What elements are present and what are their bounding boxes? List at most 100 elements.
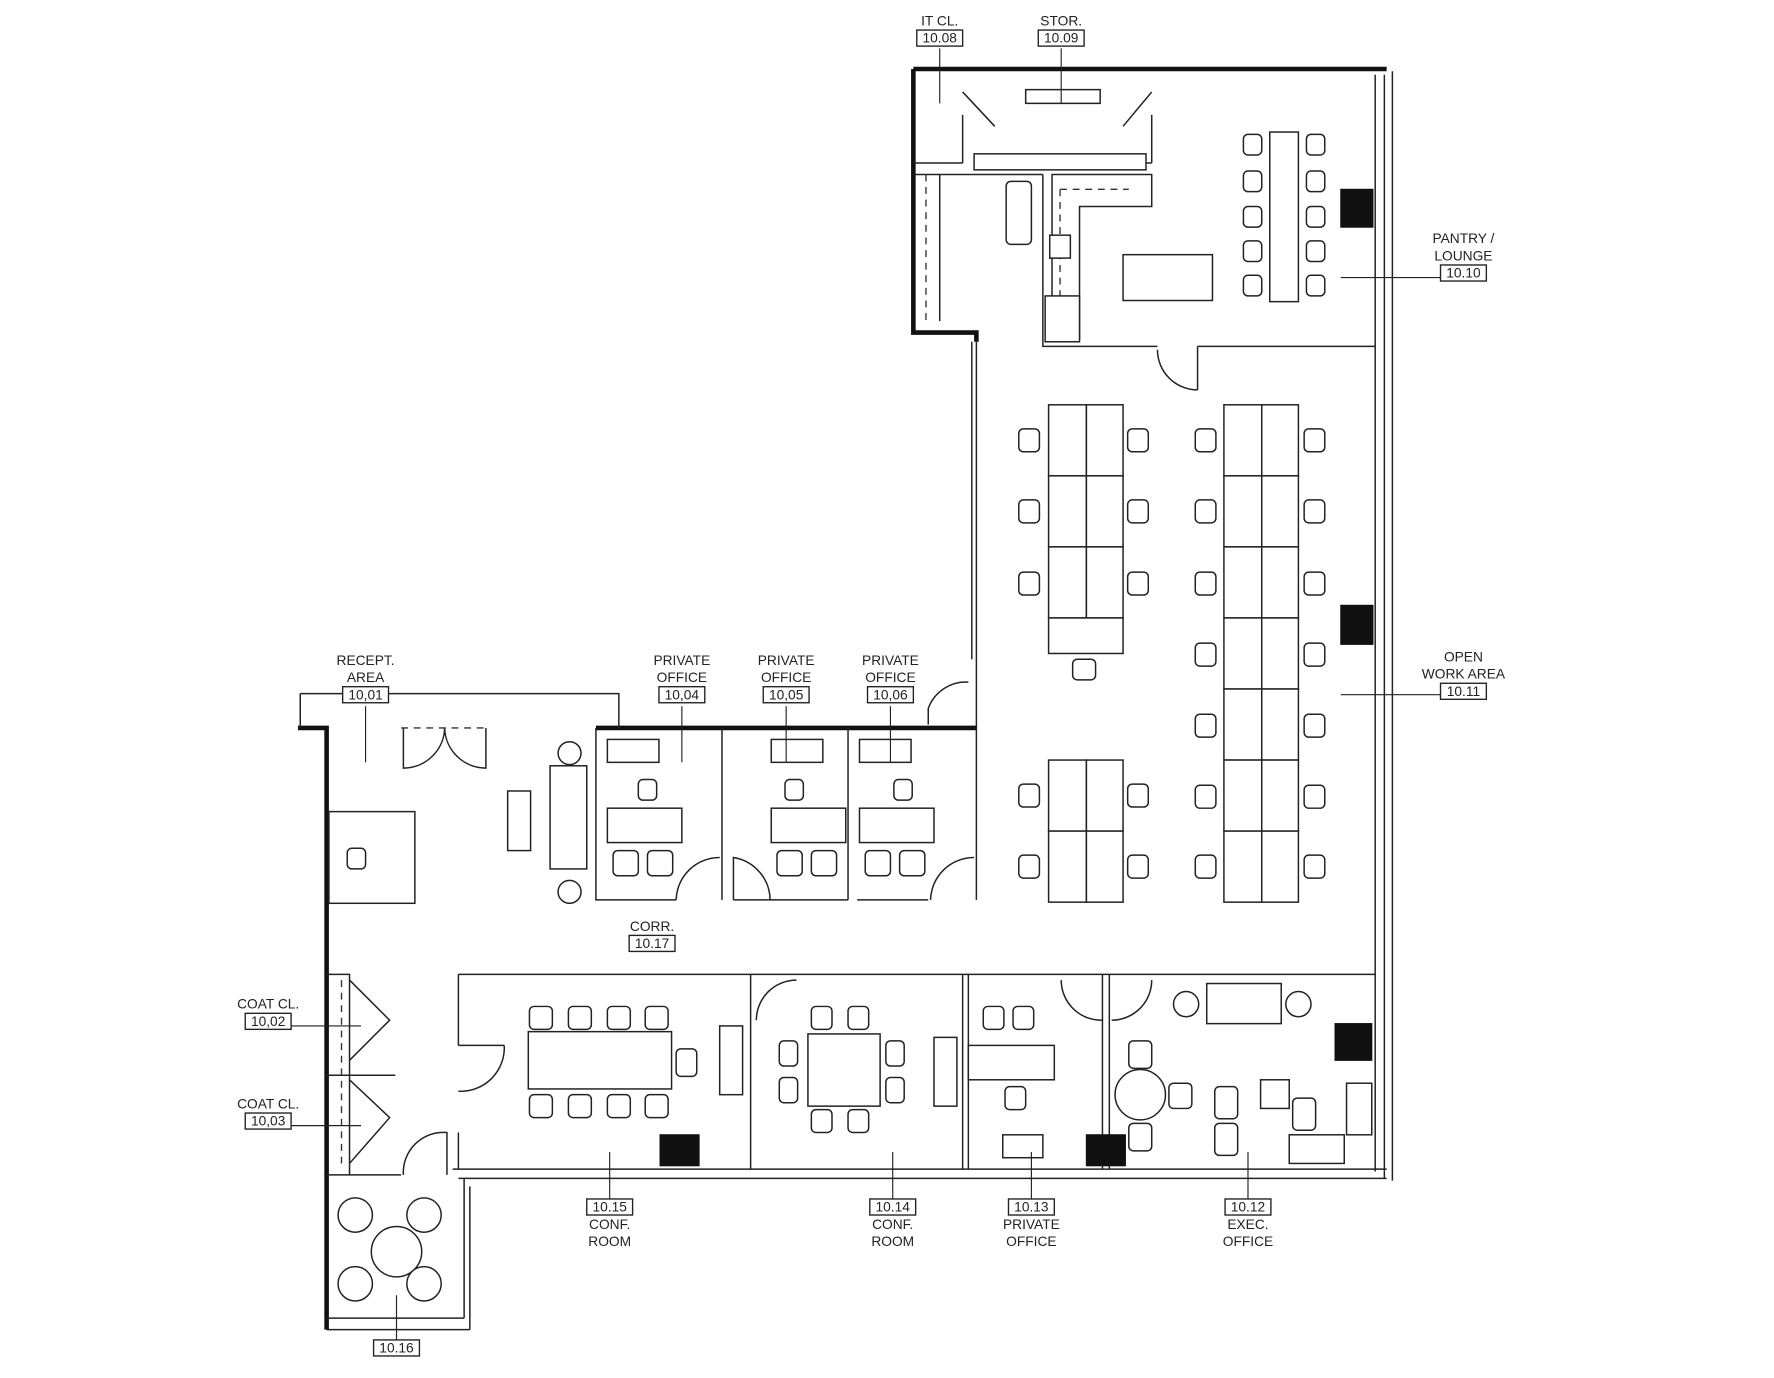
workstation: [1260, 404, 1300, 477]
workstation: [1085, 546, 1124, 619]
room-number: 10.16: [379, 1341, 414, 1356]
room-number: 10,06: [873, 687, 908, 702]
walls: [297, 66, 1394, 1331]
credenza: [770, 738, 824, 764]
chair: [1303, 428, 1326, 453]
room-name: OFFICE: [1006, 1234, 1056, 1249]
chair: [1194, 854, 1217, 879]
chair: [1194, 571, 1217, 596]
chair: [1214, 1122, 1239, 1157]
column-icon: [1340, 188, 1374, 228]
workstation: [1085, 404, 1124, 477]
workstation: [1223, 830, 1263, 903]
room-name: OFFICE: [761, 670, 811, 685]
room-number-tag: [341, 686, 390, 704]
chair: [1018, 854, 1041, 879]
chair: [1004, 1085, 1027, 1111]
column-icon: [1085, 1134, 1126, 1167]
chair: [637, 778, 658, 801]
office-desk: [1259, 1079, 1290, 1110]
room-number: 10.12: [1231, 1200, 1265, 1215]
workstation: [1047, 830, 1088, 903]
credenza: [718, 1025, 744, 1096]
column-icon: [659, 1134, 700, 1167]
chair: [1194, 499, 1217, 524]
chair: [1126, 783, 1150, 808]
chair: [606, 1093, 632, 1119]
chair: [1214, 1085, 1239, 1120]
chair: [885, 1040, 905, 1067]
room-number-tag: [916, 29, 964, 47]
chair: [1303, 784, 1326, 809]
room-number-tag: [866, 686, 915, 704]
room-number: 10.09: [1044, 31, 1078, 46]
credenza: [858, 738, 912, 764]
kitchen-island: [1122, 253, 1214, 302]
workstation: [1223, 759, 1263, 832]
office-desk: [858, 807, 935, 844]
sofa: [549, 765, 588, 870]
chair: [1242, 170, 1263, 193]
credenza: [1345, 1082, 1373, 1136]
room-name: CONF.: [872, 1217, 913, 1232]
chair: [1305, 133, 1326, 156]
chair: [567, 1093, 593, 1119]
room-number-tag: [244, 1012, 292, 1031]
room-name: COAT CL.: [237, 1096, 299, 1111]
chair: [847, 1005, 870, 1031]
workstation: [1047, 617, 1124, 655]
chair: [864, 849, 892, 877]
room-number: 10.15: [592, 1200, 627, 1215]
room-number-tag: [628, 934, 676, 953]
room-name: OFFICE: [657, 670, 707, 685]
room-number-tag: [658, 686, 706, 704]
chair: [898, 849, 926, 877]
chair: [1126, 854, 1150, 879]
room-name: ROOM: [588, 1234, 631, 1249]
room-label-r16: 10.16: [372, 1295, 421, 1357]
room-number: 10.17: [635, 936, 669, 951]
room-name: OFFICE: [865, 670, 915, 685]
room-label-po6: PRIVATE OFFICE 10,06: [862, 653, 919, 763]
room-name: LOUNGE: [1434, 248, 1492, 263]
chair: [1194, 713, 1217, 738]
workstation: [1085, 830, 1124, 903]
credenza: [933, 1036, 958, 1107]
chair: [1194, 642, 1217, 667]
chair: [1126, 428, 1150, 453]
workstation: [1047, 546, 1088, 619]
workstation: [1223, 688, 1263, 761]
chair: [567, 1005, 593, 1031]
chair: [1305, 240, 1326, 263]
room-number-tag: [372, 1339, 421, 1357]
conference-table: [807, 1033, 881, 1107]
chair: [893, 778, 913, 801]
chair: [346, 847, 367, 870]
workstation: [1260, 546, 1300, 619]
workstation: [1260, 688, 1300, 761]
chair: [1168, 1082, 1193, 1110]
room-label-conf15: CONF. ROOM 10.15: [586, 1151, 634, 1249]
workstation: [1223, 617, 1263, 690]
workstation: [1260, 617, 1300, 690]
room-number-tag: [1007, 1198, 1056, 1216]
room-name: PRIVATE: [862, 653, 919, 668]
chair: [1194, 784, 1217, 809]
chair: [1126, 499, 1150, 524]
credenza: [1288, 1134, 1345, 1165]
room-name: CONF.: [589, 1217, 630, 1232]
chair: [1303, 499, 1326, 524]
room-name: OPEN: [1444, 649, 1483, 664]
chair: [810, 1108, 833, 1134]
chair: [646, 849, 674, 877]
chair: [1126, 571, 1150, 596]
room-name: PRIVATE: [1003, 1217, 1060, 1232]
workstation: [1223, 475, 1263, 548]
chair: [1303, 713, 1326, 738]
room-name: CORR.: [630, 919, 674, 934]
chair: [1303, 571, 1326, 596]
room-number-tag: [1224, 1198, 1272, 1216]
room-number: 10,04: [665, 687, 700, 702]
chair: [1012, 1005, 1035, 1031]
